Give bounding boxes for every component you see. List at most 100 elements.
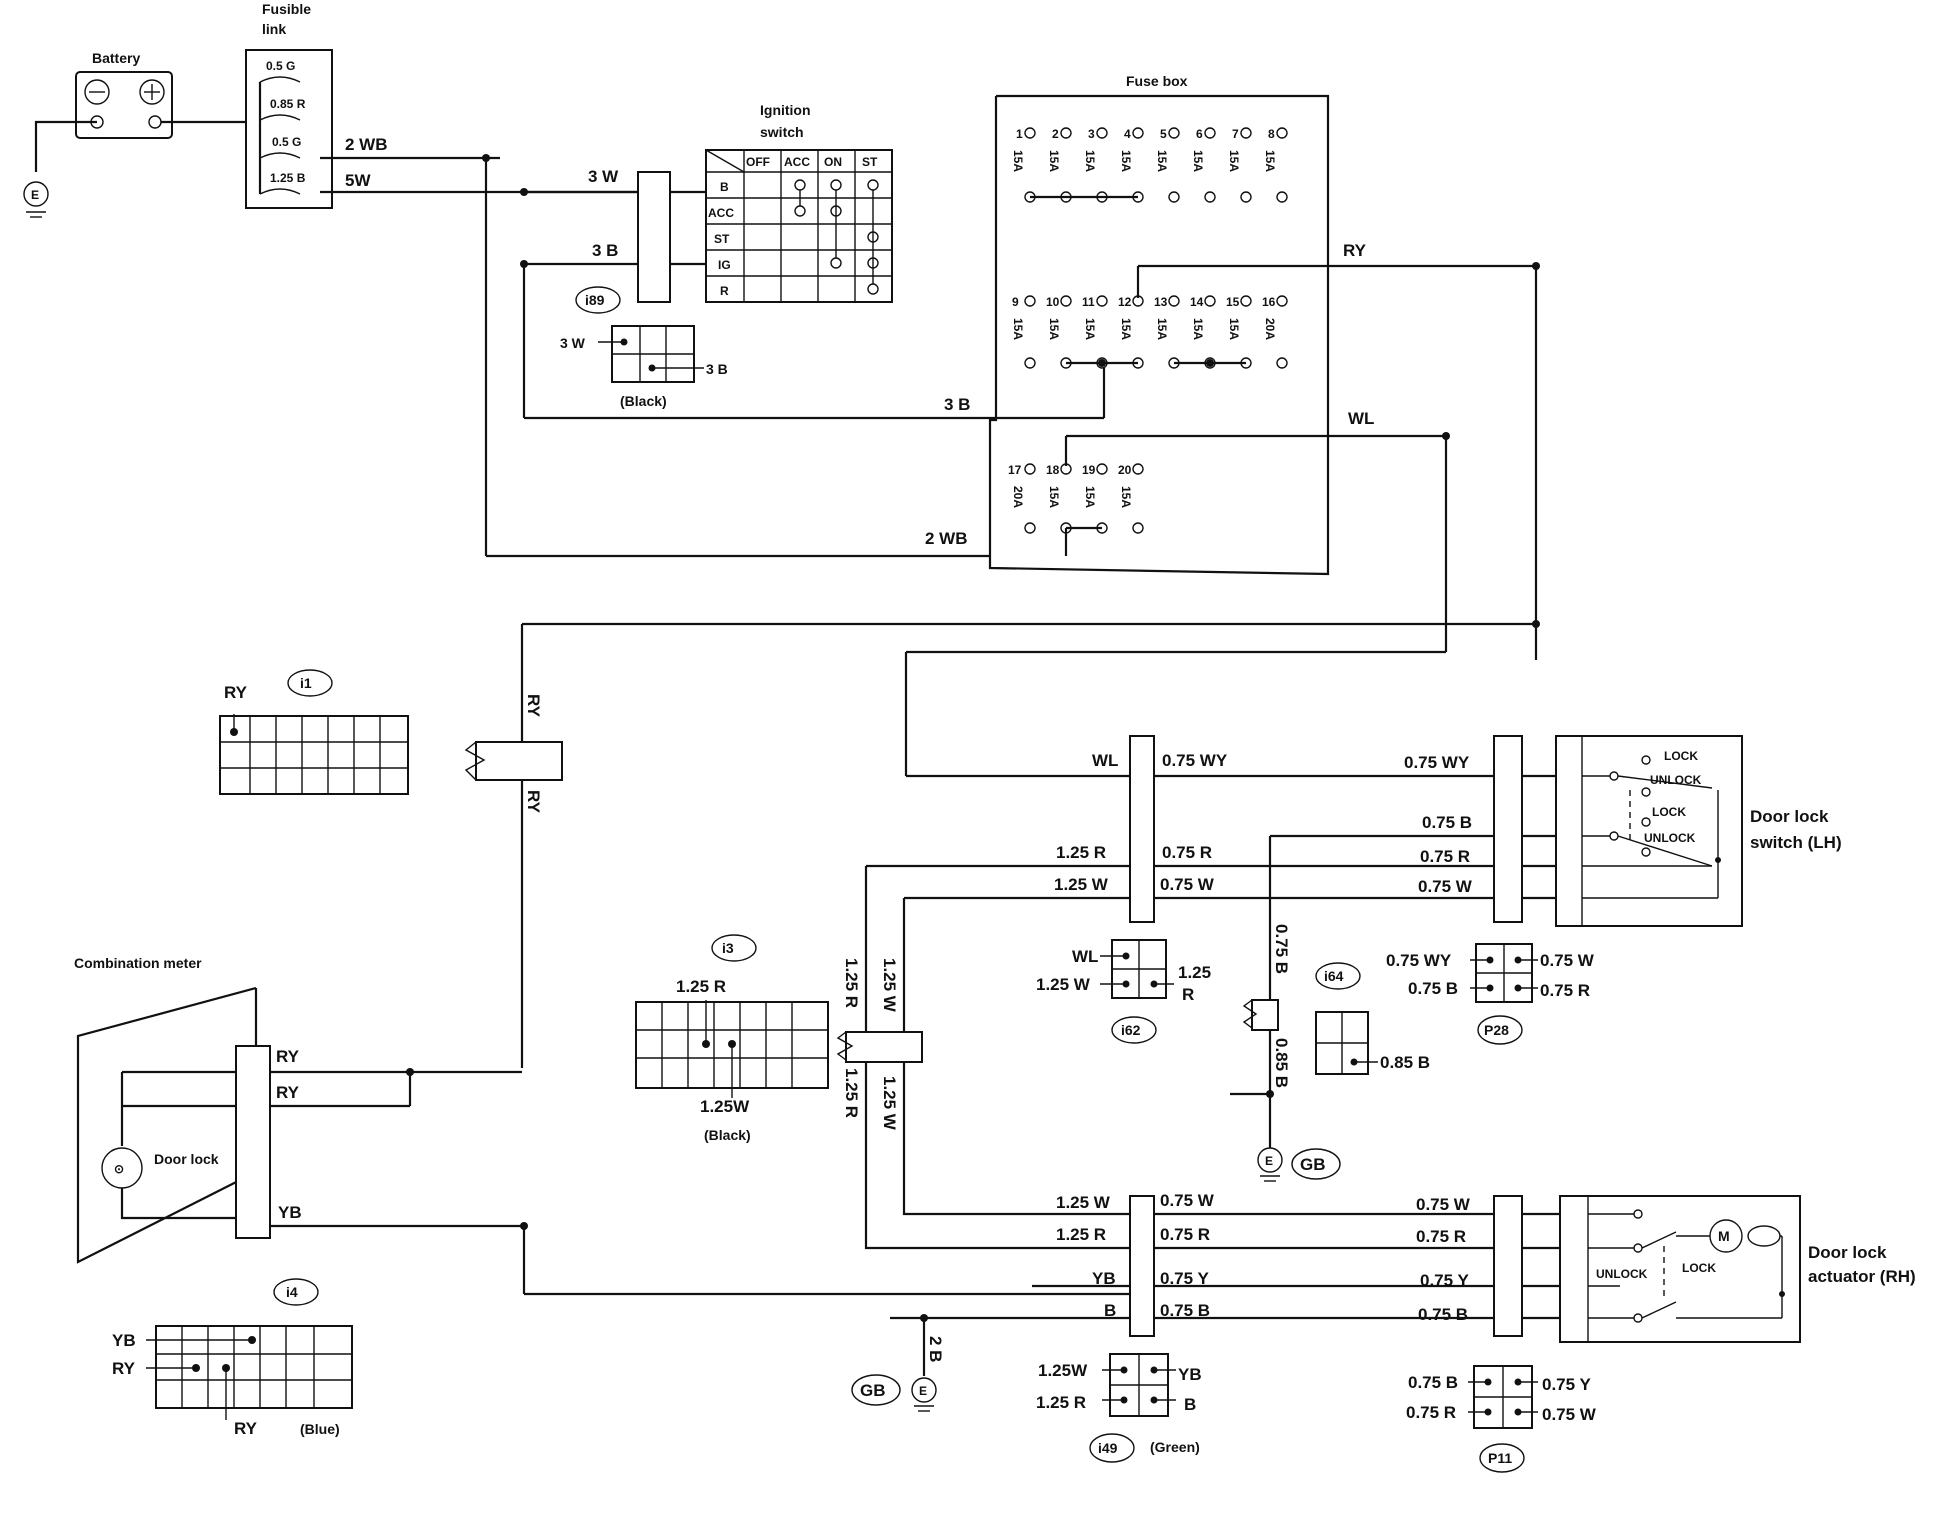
svg-text:0.75 W: 0.75 W <box>1160 875 1215 894</box>
svg-text:15A: 15A <box>1011 150 1025 172</box>
svg-text:3 B: 3 B <box>944 395 970 414</box>
svg-text:0.75 R: 0.75 R <box>1406 1403 1456 1422</box>
svg-text:20A: 20A <box>1011 486 1025 508</box>
svg-text:15A: 15A <box>1047 486 1061 508</box>
fusible-link-label: Fusible <box>262 1 311 17</box>
svg-text:15A: 15A <box>1119 486 1133 508</box>
svg-text:0.75 B: 0.75 B <box>1160 1301 1210 1320</box>
svg-text:5: 5 <box>1160 127 1167 141</box>
svg-text:(Green): (Green) <box>1150 1439 1200 1455</box>
svg-text:0.85 B: 0.85 B <box>1272 1038 1291 1088</box>
svg-text:1.25 B: 1.25 B <box>270 171 306 185</box>
svg-text:1.25 R: 1.25 R <box>676 977 726 996</box>
svg-text:M: M <box>1718 1228 1730 1244</box>
svg-text:0.75 B: 0.75 B <box>1422 813 1472 832</box>
svg-text:10: 10 <box>1046 295 1060 309</box>
svg-text:actuator (RH): actuator (RH) <box>1808 1267 1916 1286</box>
svg-text:LOCK: LOCK <box>1682 1261 1716 1275</box>
svg-text:15A: 15A <box>1119 150 1133 172</box>
svg-text:E: E <box>919 1384 927 1398</box>
svg-text:6: 6 <box>1196 127 1203 141</box>
svg-text:15A: 15A <box>1047 318 1061 340</box>
svg-text:1.25W: 1.25W <box>700 1097 750 1116</box>
connector-i49: 1.25W 1.25 R YB B i49 (Green) <box>1036 1353 1202 1463</box>
svg-text:20: 20 <box>1118 463 1132 477</box>
svg-text:1.25 R: 1.25 R <box>842 958 861 1008</box>
svg-text:Door lock: Door lock <box>154 1151 219 1167</box>
svg-text:4: 4 <box>1124 127 1131 141</box>
door-lock-switch-lh: LOCK UNLOCK LOCK UNLOCK Door lock switch… <box>1555 735 1842 927</box>
svg-text:0.75 W: 0.75 W <box>1418 877 1473 896</box>
svg-text:0.75 R: 0.75 R <box>1420 847 1470 866</box>
svg-text:YB: YB <box>1092 1269 1116 1288</box>
svg-text:15A: 15A <box>1155 318 1169 340</box>
svg-text:19: 19 <box>1082 463 1096 477</box>
ground-gb-lower: 2 B E GB <box>851 1314 945 1412</box>
svg-text:UNLOCK: UNLOCK <box>1650 773 1702 787</box>
svg-text:0.75 WY: 0.75 WY <box>1386 951 1452 970</box>
svg-text:0.75 WY: 0.75 WY <box>1404 753 1470 772</box>
svg-text:R: R <box>720 284 729 298</box>
svg-text:WL: WL <box>1092 751 1118 770</box>
svg-text:ON: ON <box>824 155 842 169</box>
connector-i89: i89 3 W 3 B (Black) <box>560 286 728 409</box>
svg-text:E: E <box>1265 1154 1273 1168</box>
svg-text:7: 7 <box>1232 127 1239 141</box>
svg-text:switch (LH): switch (LH) <box>1750 833 1842 852</box>
connector-i3: i3 1.25 R 1.25W (Black) <box>635 934 829 1143</box>
svg-text:LOCK: LOCK <box>1652 805 1686 819</box>
svg-text:1: 1 <box>1016 127 1023 141</box>
svg-text:RY: RY <box>1343 241 1367 260</box>
svg-text:20A: 20A <box>1263 318 1277 340</box>
svg-text:12: 12 <box>1118 295 1132 309</box>
svg-text:(Blue): (Blue) <box>300 1421 340 1437</box>
svg-text:17: 17 <box>1008 463 1022 477</box>
svg-text:ACC: ACC <box>708 206 734 220</box>
svg-text:1.25 W: 1.25 W <box>1054 875 1109 894</box>
svg-text:15A: 15A <box>1191 150 1205 172</box>
inline-connector-ry: RY RY <box>464 694 563 814</box>
svg-text:0.75 R: 0.75 R <box>1160 1225 1210 1244</box>
svg-text:ACC: ACC <box>784 155 810 169</box>
svg-text:GB: GB <box>1300 1155 1326 1174</box>
svg-text:0.75 R: 0.75 R <box>1540 981 1590 1000</box>
svg-text:15: 15 <box>1226 295 1240 309</box>
svg-text:18: 18 <box>1046 463 1060 477</box>
svg-text:WL: WL <box>1072 947 1098 966</box>
svg-text:i3: i3 <box>722 940 734 956</box>
svg-text:WL: WL <box>1348 409 1374 428</box>
svg-text:2 WB: 2 WB <box>925 529 968 548</box>
svg-text:0.75 B: 0.75 B <box>1418 1305 1468 1324</box>
svg-text:15A: 15A <box>1227 150 1241 172</box>
svg-text:0.75 B: 0.75 B <box>1408 1373 1458 1392</box>
svg-text:1.25 W: 1.25 W <box>1036 975 1091 994</box>
svg-text:2 WB: 2 WB <box>345 135 388 154</box>
connector-i64: i64 0.85 B <box>1315 962 1430 1075</box>
svg-text:15A: 15A <box>1011 318 1025 340</box>
svg-text:3 B: 3 B <box>592 241 618 260</box>
svg-text:15A: 15A <box>1191 318 1205 340</box>
svg-text:i4: i4 <box>286 1284 298 1300</box>
connector-p28: 0.75 WY 0.75 B 0.75 W 0.75 R P28 <box>1386 943 1595 1045</box>
svg-text:0.75 B: 0.75 B <box>1272 924 1291 974</box>
svg-text:i89: i89 <box>585 292 605 308</box>
svg-text:0.75 W: 0.75 W <box>1160 1191 1215 1210</box>
svg-text:(Black): (Black) <box>704 1127 751 1143</box>
svg-text:9: 9 <box>1012 295 1019 309</box>
svg-text:RY: RY <box>276 1083 300 1102</box>
svg-text:⊙: ⊙ <box>114 1162 124 1176</box>
svg-text:0.5 G: 0.5 G <box>266 59 295 73</box>
svg-text:Door lock: Door lock <box>1808 1243 1887 1262</box>
door-lock-actuator-rh: UNLOCK LOCK M Door lock actuator (RH) <box>1559 1195 1916 1343</box>
svg-text:ST: ST <box>862 155 878 169</box>
svg-text:0.75 R: 0.75 R <box>1162 843 1212 862</box>
connector-i4: i4 YB RY RY (Blue) <box>112 1278 353 1438</box>
svg-text:i62: i62 <box>1121 1022 1141 1038</box>
svg-text:0.5 G: 0.5 G <box>272 135 301 149</box>
svg-text:Door lock: Door lock <box>1750 807 1829 826</box>
svg-text:1.25 W: 1.25 W <box>880 958 899 1013</box>
